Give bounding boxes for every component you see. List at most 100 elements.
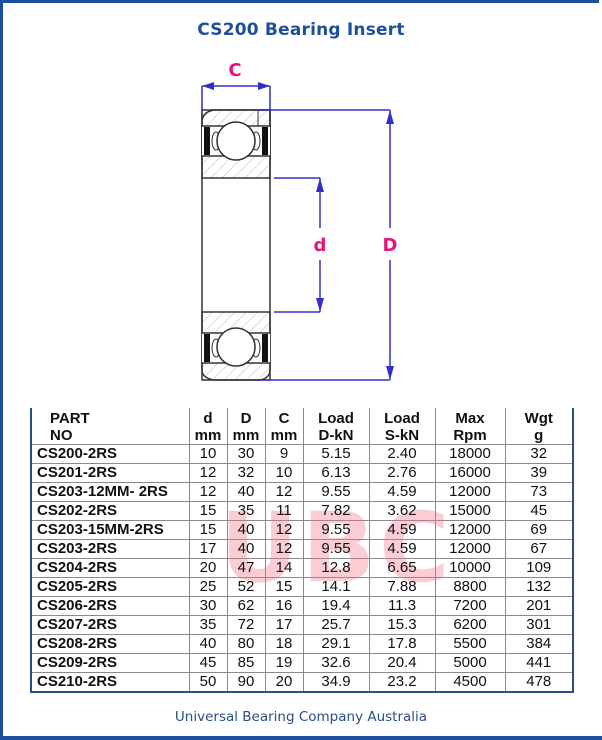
footer-company-name: Universal Bearing Company Australia (174, 709, 428, 725)
table-cell: 47 (226, 558, 266, 578)
table-cell: 4.59 (368, 539, 436, 559)
table-cell: 2.76 (368, 463, 436, 483)
table-cell: 12 (264, 520, 304, 540)
table-cell: 14.1 (302, 577, 370, 597)
table-cell: 18000 (434, 444, 506, 464)
column-header-line1: PART (50, 410, 90, 427)
table-cell: 23.2 (368, 672, 436, 693)
table-cell: 69 (504, 520, 574, 540)
table-cell: 32 (504, 444, 574, 464)
part-number-cell: CS203-12MM- 2RS (30, 482, 190, 502)
table-cell: 12.8 (302, 558, 370, 578)
table-cell: 10 (188, 444, 228, 464)
table-cell: 5000 (434, 653, 506, 673)
column-header-line2: mm (270, 427, 298, 444)
table-cell: 5.15 (302, 444, 370, 464)
part-number-cell: CS203-15MM-2RS (30, 520, 190, 540)
table-cell: 12 (264, 539, 304, 559)
part-number-cell: CS202-2RS (30, 501, 190, 521)
column-header-line2: NO (50, 427, 73, 444)
table-cell: 384 (504, 634, 574, 654)
table-cell: 441 (504, 653, 574, 673)
column-header-line1: Wgt (524, 410, 553, 427)
table-cell: 25.7 (302, 615, 370, 635)
table-cell: 4.59 (368, 482, 436, 502)
table-cell: 12000 (434, 520, 506, 540)
part-number-cell: CS201-2RS (30, 463, 190, 483)
table-cell: 30 (226, 444, 266, 464)
table-cell: 40 (226, 482, 266, 502)
table-cell: 15 (188, 501, 228, 521)
table-cell: 12 (264, 482, 304, 502)
part-number-cell: CS205-2RS (30, 577, 190, 597)
table-cell: 7.82 (302, 501, 370, 521)
table-cell: 2.40 (368, 444, 436, 464)
table-cell: 25 (188, 577, 228, 597)
part-number-cell: CS208-2RS (30, 634, 190, 654)
dimension-label-d: d (314, 235, 327, 256)
table-cell: 201 (504, 596, 574, 616)
table-cell: 12000 (434, 482, 506, 502)
column-header-line2: S-kN (384, 427, 420, 444)
table-cell: 45 (504, 501, 574, 521)
bottom-bar (0, 736, 602, 740)
column-header-line1: Load (318, 410, 354, 427)
column-header-line1: D (240, 410, 252, 427)
table-cell: 12 (188, 463, 228, 483)
table-cell: 45 (188, 653, 228, 673)
column-header-line1: d (203, 410, 213, 427)
table-cell: 35 (188, 615, 228, 635)
table-cell: 20 (264, 672, 304, 693)
table-cell: 16 (264, 596, 304, 616)
table-cell: 17 (188, 539, 228, 559)
table-cell: 10 (264, 463, 304, 483)
table-cell: 301 (504, 615, 574, 635)
part-number-cell: CS209-2RS (30, 653, 190, 673)
table-cell: 109 (504, 558, 574, 578)
table-cell: 12000 (434, 539, 506, 559)
table-cell: 32.6 (302, 653, 370, 673)
table-cell: 17 (264, 615, 304, 635)
column-header-line2: mm (194, 427, 222, 444)
table-cell: 5500 (434, 634, 506, 654)
table-cell: 67 (504, 539, 574, 559)
page-title: CS200 Bearing Insert (197, 20, 405, 40)
table-cell: 30 (188, 596, 228, 616)
table-cell: 9.55 (302, 539, 370, 559)
table-cell: 9 (264, 444, 304, 464)
table-cell: 40 (188, 634, 228, 654)
table-cell: 19 (264, 653, 304, 673)
column-header-line2: mm (232, 427, 260, 444)
table-cell: 7.88 (368, 577, 436, 597)
table-cell: 50 (188, 672, 228, 693)
bearing-diagram: C d (180, 50, 420, 390)
part-number-cell: CS207-2RS (30, 615, 190, 635)
table-cell: 10000 (434, 558, 506, 578)
dimension-label-D: D (383, 235, 398, 256)
table-cell: 3.62 (368, 501, 436, 521)
table-cell: 12 (188, 482, 228, 502)
table-cell: 52 (226, 577, 266, 597)
table-cell: 20 (188, 558, 228, 578)
table-cell: 40 (226, 520, 266, 540)
table-cell: 85 (226, 653, 266, 673)
table-cell: 34.9 (302, 672, 370, 693)
table-cell: 62 (226, 596, 266, 616)
table-cell: 11.3 (368, 596, 436, 616)
column-header-line2: g (534, 427, 544, 444)
dimension-label-c: C (228, 60, 241, 81)
